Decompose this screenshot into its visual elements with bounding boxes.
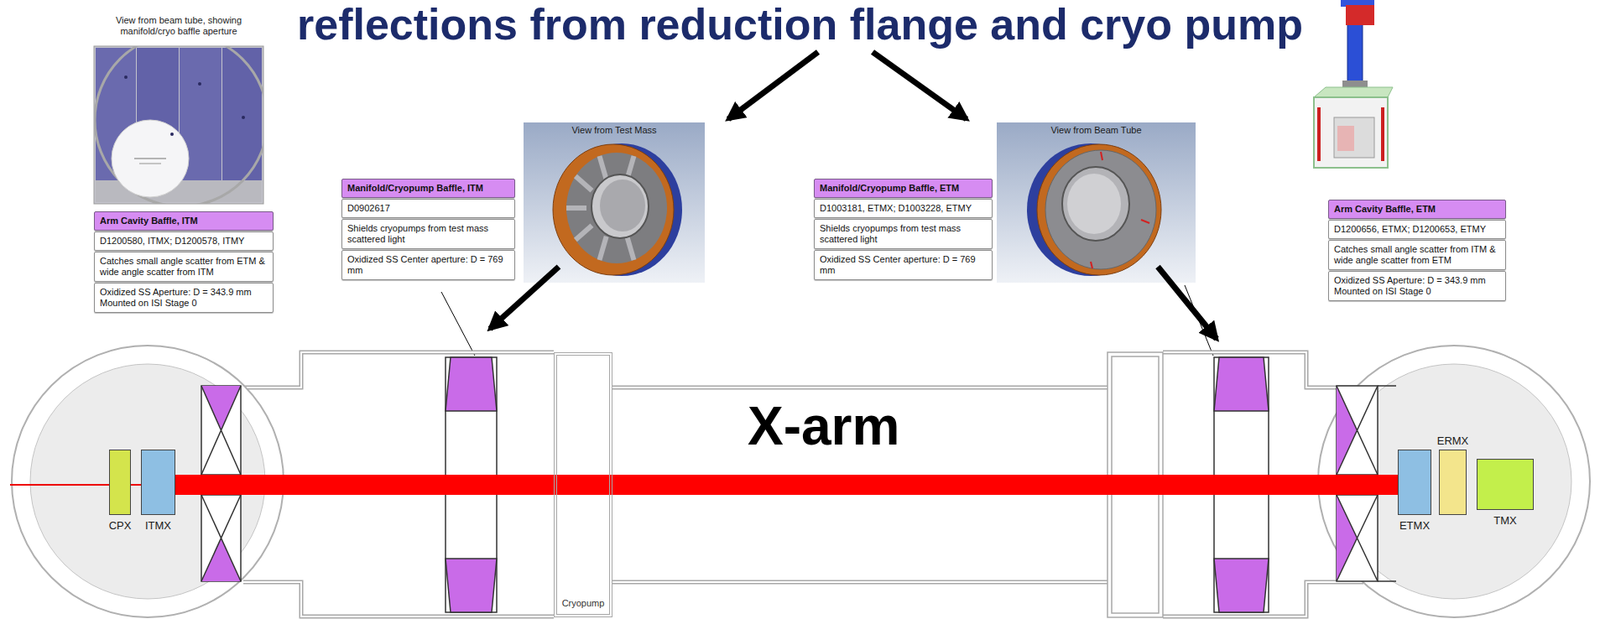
window-panel bbox=[1337, 125, 1355, 152]
pointer-arrow bbox=[728, 52, 819, 120]
baffle-section bbox=[1336, 385, 1358, 475]
cryopump-box: Cryopump bbox=[553, 352, 613, 618]
laser-beam-arm bbox=[175, 474, 1398, 496]
cryopump-label: Cryopump bbox=[560, 598, 607, 610]
frame-bar bbox=[1381, 107, 1385, 162]
part-label: CPX bbox=[109, 519, 132, 532]
beam-tube-view-render bbox=[996, 122, 1196, 283]
table-heading: Manifold/Cryopump Baffle, ITM bbox=[341, 178, 516, 199]
table-cell: Catches small angle scatter from ETM & w… bbox=[93, 251, 274, 282]
aperture-ring-group bbox=[94, 46, 264, 204]
table-cell: D0902617 bbox=[341, 198, 516, 219]
render-ground bbox=[996, 122, 1196, 283]
arm-cavity-baffle-model bbox=[1313, 0, 1393, 168]
vane bbox=[575, 225, 593, 240]
render-ground bbox=[523, 122, 705, 283]
figure-caption: View from Beam Tube bbox=[996, 122, 1196, 136]
table-cell: Oxidized SS Aperture: D = 343.9 mm Mount… bbox=[1328, 271, 1507, 302]
baffle-aperture bbox=[1062, 166, 1130, 241]
aperture-ring bbox=[94, 46, 264, 204]
table-cell: Oxidized SS Center aperture: D = 769 mm bbox=[341, 250, 516, 281]
figure-caption: View from Test Mass bbox=[523, 122, 705, 136]
red-mark bbox=[1100, 151, 1103, 161]
table-cell: Oxidized SS Aperture: D = 343.9 mm Mount… bbox=[93, 282, 274, 313]
baffle-ring bbox=[1037, 144, 1162, 276]
optic-box: TMX bbox=[1476, 458, 1534, 511]
optic-box: CPX bbox=[109, 449, 131, 516]
red-mark bbox=[1141, 219, 1150, 224]
table-heading: Arm Cavity Baffle, ITM bbox=[93, 211, 274, 231]
baffle-section bbox=[445, 357, 497, 412]
bolt-dot bbox=[124, 75, 128, 79]
baffle-section bbox=[201, 538, 241, 583]
part-label: ETMX bbox=[1399, 519, 1430, 532]
baffle-section bbox=[1214, 357, 1269, 412]
table-heading: Arm Cavity Baffle, ETM bbox=[1328, 199, 1507, 219]
spec-table: Arm Cavity Baffle, ETMD1200656, ETMX; D1… bbox=[1328, 199, 1507, 302]
spec-table: Manifold/Cryopump Baffle, ETMD1003181, E… bbox=[813, 178, 993, 281]
frame-window bbox=[1334, 117, 1375, 158]
leader-line bbox=[441, 291, 475, 356]
baffle-ring bbox=[552, 144, 674, 276]
baffle-section bbox=[445, 558, 497, 613]
vane bbox=[575, 176, 593, 191]
optic-box: ETMX bbox=[1397, 449, 1432, 516]
optic-box: ITMX bbox=[140, 449, 176, 516]
vane bbox=[599, 156, 607, 180]
vane bbox=[599, 236, 607, 261]
baffle-aperture-inner bbox=[1067, 173, 1121, 235]
table-cell: D1200580, ITMX; D1200578, ITMY bbox=[93, 231, 274, 251]
vane bbox=[626, 236, 634, 261]
bolt-dot bbox=[198, 82, 202, 86]
frame-top bbox=[1313, 87, 1393, 98]
table-cell: Shields cryopumps from test mass scatter… bbox=[813, 218, 993, 250]
frame bbox=[1313, 97, 1388, 168]
table-cell: Catches small angle scatter from ITM & w… bbox=[1328, 239, 1507, 271]
bolt-dot bbox=[170, 132, 174, 136]
baffle-section bbox=[201, 385, 241, 431]
pointer-arrows bbox=[489, 52, 1217, 339]
optic-box: ERMX bbox=[1438, 449, 1467, 516]
part-label: ERMX bbox=[1437, 434, 1470, 448]
baffle-face bbox=[1045, 150, 1157, 270]
table-cell: D1200656, ETMX; D1200653, ETMY bbox=[1328, 219, 1507, 240]
disc-mark bbox=[139, 162, 162, 165]
photo-frame bbox=[93, 46, 264, 204]
baffle-section bbox=[1336, 495, 1358, 582]
mount-block bbox=[1345, 5, 1375, 26]
figure-caption: View from beam tube, showing manifold/cr… bbox=[93, 15, 264, 37]
leader-line bbox=[1184, 285, 1214, 356]
baffle-interior bbox=[566, 152, 668, 264]
part-label: TMX bbox=[1493, 514, 1517, 527]
baffle-panel bbox=[222, 47, 262, 181]
frame-bar bbox=[1317, 107, 1321, 162]
baffle-aperture-inner bbox=[599, 179, 646, 232]
table-heading: Manifold/Cryopump Baffle, ETM bbox=[813, 178, 993, 199]
baffle-aperture bbox=[591, 174, 649, 239]
vane bbox=[566, 205, 587, 211]
figure-panel: View from Test Mass bbox=[523, 122, 705, 283]
figure-panel: View from Beam Tube bbox=[996, 122, 1196, 283]
disc-mark bbox=[134, 157, 167, 160]
table-cell: D1003181, ETMX; D1003228, ETMY bbox=[813, 198, 993, 219]
pointer-arrow bbox=[1157, 266, 1217, 339]
red-mark bbox=[1090, 261, 1093, 269]
table-cell: Oxidized SS Center aperture: D = 769 mm bbox=[813, 250, 993, 281]
spec-table: Arm Cavity Baffle, ITMD1200580, ITMX; D1… bbox=[93, 211, 274, 313]
baffle-section bbox=[1214, 558, 1269, 613]
figure-panel: View from beam tube, showing manifold/cr… bbox=[93, 15, 264, 204]
bolt-dot bbox=[241, 115, 245, 120]
table-cell: Shields cryopumps from test mass scatter… bbox=[341, 218, 516, 250]
part-label: ITMX bbox=[145, 519, 172, 532]
test-mass-disc bbox=[111, 119, 189, 198]
arm-label: X-arm bbox=[747, 399, 900, 454]
test-mass-view-render bbox=[523, 122, 705, 283]
spec-table: Manifold/Cryopump Baffle, ITMD0902617Shi… bbox=[341, 178, 516, 281]
pointer-arrow bbox=[872, 52, 967, 120]
beam-tube-view-photo bbox=[93, 33, 268, 207]
